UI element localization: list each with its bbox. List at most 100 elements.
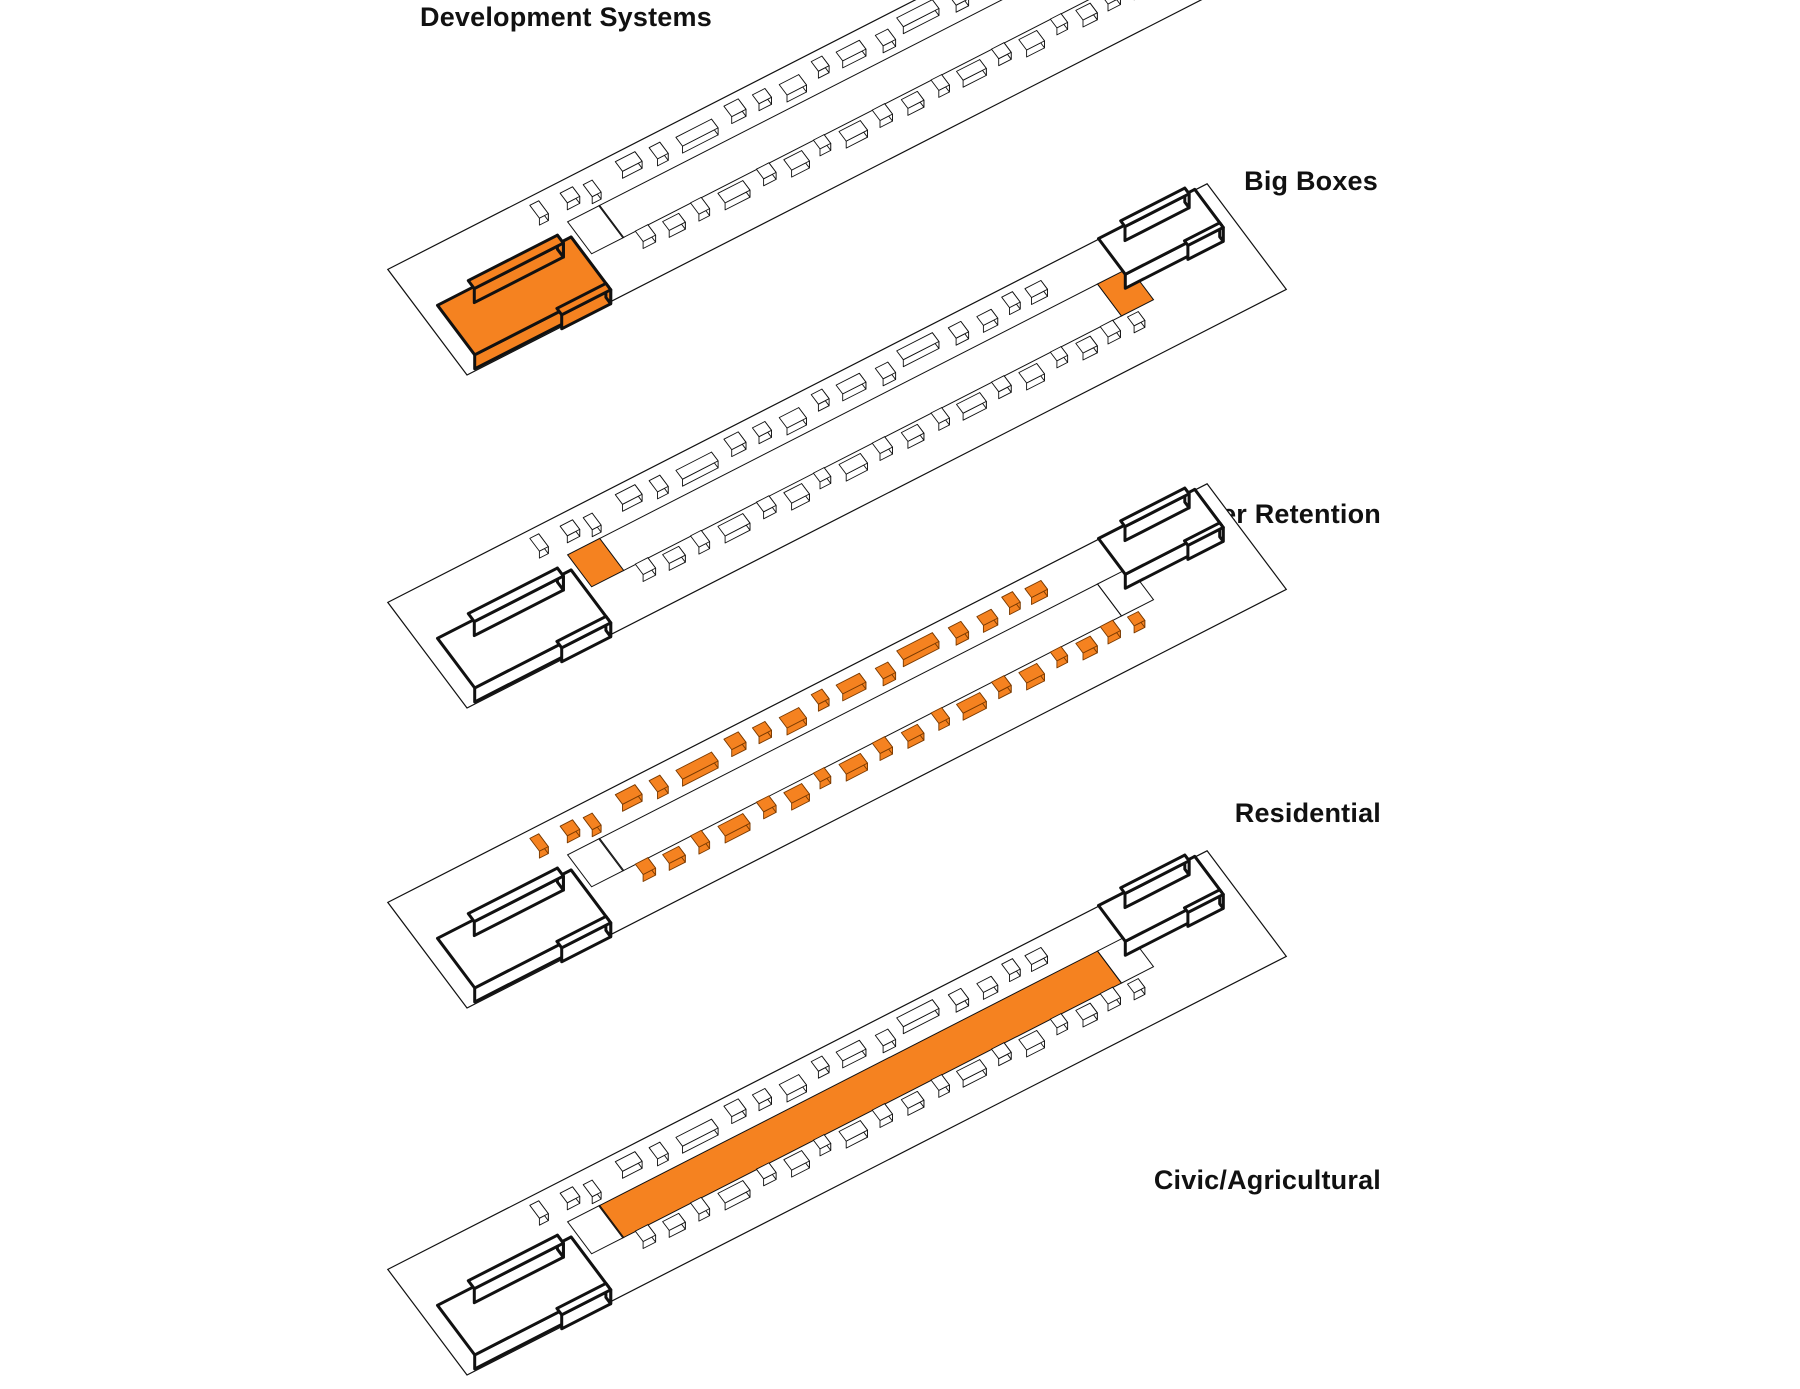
residence-front (1049, 1013, 1069, 1036)
residence-front (755, 162, 777, 187)
residence-front (930, 74, 950, 98)
residence-front (717, 513, 751, 544)
residence-back (751, 721, 772, 745)
residence-front (783, 1150, 810, 1178)
water-retention-cell-west (566, 1204, 625, 1255)
residence-back (648, 774, 669, 800)
layer-water-retention (386, 183, 1288, 709)
residence-back (614, 784, 643, 812)
residence-back (529, 533, 549, 559)
residence-back (874, 1028, 897, 1054)
water-retention-cell-east (1096, 267, 1155, 317)
big-box-east (1097, 186, 1225, 290)
big-box-east-front-step (1183, 888, 1225, 928)
residence-back (810, 688, 830, 712)
residence-front (717, 180, 751, 211)
residence-back (896, 332, 940, 368)
residence-back (559, 819, 581, 844)
residence-front (1075, 635, 1098, 661)
residence-front (812, 467, 832, 490)
residence-back (614, 151, 643, 179)
residence-back (723, 98, 747, 125)
residence-back (675, 451, 719, 487)
big-box-west (436, 1233, 613, 1371)
residence-back (723, 431, 747, 458)
residence-front (662, 845, 686, 871)
residence-front (930, 1074, 950, 1098)
water-retention-cell-east (1096, 567, 1155, 617)
residence-front (755, 795, 777, 820)
residence-front (662, 545, 686, 571)
residence-front (871, 103, 893, 128)
residence-back (874, 361, 897, 387)
residence-back (751, 88, 772, 112)
residence-back (778, 74, 807, 103)
big-box-west-front-step (555, 614, 613, 664)
layer-label-civic-agricultural: Civic/Agricultural (1153, 1165, 1381, 1195)
residence-back (648, 474, 669, 500)
residence-front (1127, 978, 1146, 1001)
residence-front (690, 196, 711, 222)
big-box-west-back (466, 866, 565, 938)
residence-front (1099, 986, 1121, 1012)
residence-front (1049, 13, 1069, 36)
residence-back (976, 608, 999, 633)
residence-front (900, 423, 925, 449)
residence-front (991, 42, 1012, 67)
residence-back (810, 55, 830, 79)
residence-back (778, 407, 807, 436)
residence-front (1127, 311, 1146, 334)
big-box-west-front-step (555, 1281, 613, 1331)
residence-front (900, 723, 925, 749)
residence-front (991, 1042, 1012, 1067)
residence-back (614, 484, 643, 512)
diagram-title: Development Systems (420, 2, 712, 32)
residence-front (900, 1090, 925, 1116)
big-box-west-front-step (555, 914, 613, 964)
central-field (598, 950, 1123, 1239)
residence-front (991, 675, 1012, 700)
residence-back (874, 661, 897, 687)
residence-front (755, 1162, 777, 1187)
residence-back (896, 632, 940, 668)
residence-front (812, 1134, 832, 1157)
residence-back (675, 751, 719, 787)
water-retention-cell-west (566, 837, 625, 888)
ground-plate (386, 183, 1288, 709)
residence-front (956, 692, 987, 721)
residence-front (634, 557, 657, 582)
residence-back (582, 812, 602, 838)
residence-front (634, 224, 657, 249)
residence-back (896, 999, 940, 1035)
big-box-west-back (466, 233, 565, 305)
residence-front (1075, 335, 1098, 361)
residence-front (930, 407, 950, 431)
big-box-east-front-step (1183, 521, 1225, 561)
residence-front (812, 134, 832, 157)
residence-front (838, 1120, 868, 1149)
water-retention-cell-west (566, 537, 625, 588)
residence-front (690, 829, 711, 855)
residence-front (838, 753, 868, 782)
big-box-west (436, 233, 613, 371)
big-box-east-back (1119, 853, 1191, 910)
residence-front (930, 707, 950, 731)
residence-back (835, 672, 867, 702)
residence-front (838, 120, 868, 149)
residence-front (755, 495, 777, 520)
residence-back (675, 118, 719, 154)
water-retention-cell-west (566, 204, 625, 255)
residence-front (871, 436, 893, 461)
residence-back (810, 1055, 830, 1079)
residence-front (662, 1212, 686, 1238)
big-box-west (436, 866, 613, 1004)
residence-back (778, 1074, 807, 1103)
residence-front (717, 813, 751, 844)
residence-front (1075, 1002, 1098, 1028)
residence-back (648, 141, 669, 167)
residence-back (675, 1118, 719, 1154)
residence-front (1104, 0, 1121, 12)
residence-back (835, 1039, 867, 1069)
residence-back (976, 308, 999, 333)
